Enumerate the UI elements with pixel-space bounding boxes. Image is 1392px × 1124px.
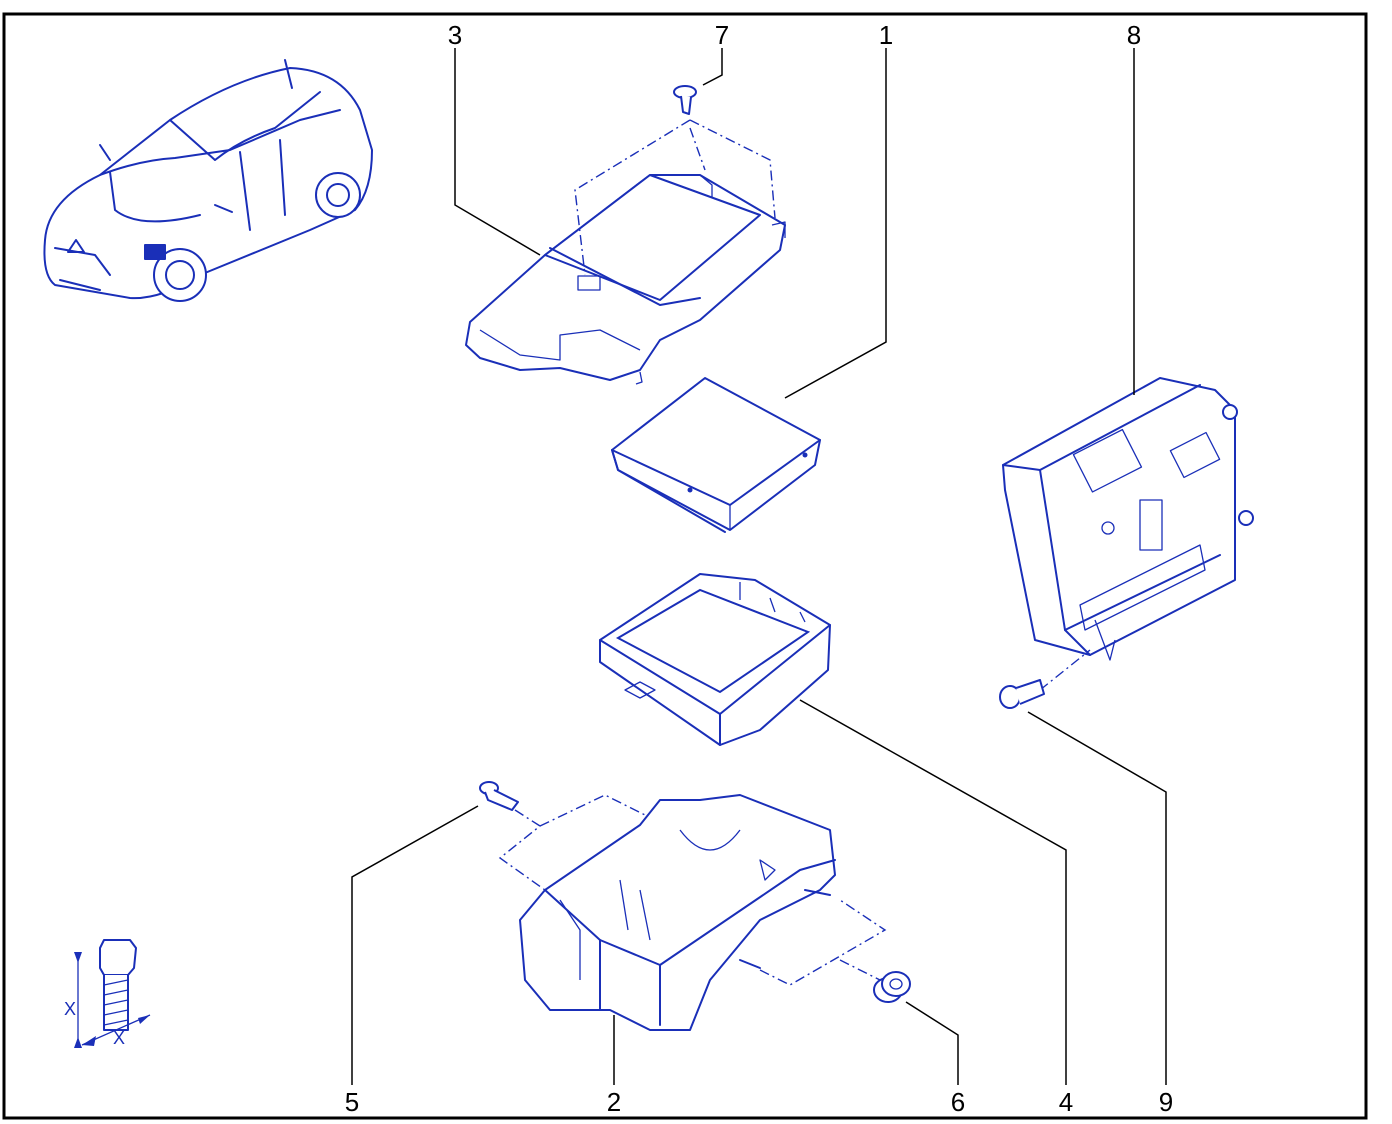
leader-lines bbox=[351, 48, 1167, 1085]
leader-7 bbox=[702, 48, 723, 86]
part-1-module bbox=[611, 377, 821, 533]
callout-6: 6 bbox=[951, 1087, 965, 1117]
part-3-cover bbox=[465, 174, 786, 385]
callout-1: 1 bbox=[879, 20, 893, 50]
part-2-base bbox=[519, 794, 836, 1031]
leader-3 bbox=[454, 48, 541, 256]
dimension-x-vertical: X bbox=[64, 999, 76, 1019]
part-8-bcm bbox=[1002, 377, 1254, 661]
part-7-screw bbox=[673, 85, 697, 115]
diagram-border bbox=[2, 12, 1368, 1120]
leader-4 bbox=[799, 699, 1067, 1085]
assembly-dash-line-9 bbox=[1039, 649, 1091, 691]
callout-8: 8 bbox=[1127, 20, 1141, 50]
vehicle-illustration bbox=[43, 59, 373, 302]
leader-9 bbox=[1027, 711, 1167, 1085]
assembly-dash-lines-5-6 bbox=[498, 794, 887, 986]
callout-9: 9 bbox=[1159, 1087, 1173, 1117]
part-4-frame bbox=[599, 573, 831, 746]
leader-1 bbox=[784, 48, 887, 399]
callout-7: 7 bbox=[715, 20, 729, 50]
callout-5: 5 bbox=[345, 1087, 359, 1117]
leader-5 bbox=[351, 805, 479, 1085]
part-6-nut bbox=[873, 971, 911, 1003]
assembly-dash-lines-7 bbox=[574, 119, 776, 276]
callout-4: 4 bbox=[1059, 1087, 1073, 1117]
callout-3: 3 bbox=[448, 20, 462, 50]
part-9-bolt bbox=[999, 679, 1045, 709]
leader-6 bbox=[905, 1001, 959, 1085]
callout-2: 2 bbox=[607, 1087, 621, 1117]
dimension-x-horizontal: X bbox=[113, 1028, 125, 1048]
torque-bolt-symbol bbox=[74, 939, 151, 1048]
part-5-bolt bbox=[479, 781, 519, 811]
